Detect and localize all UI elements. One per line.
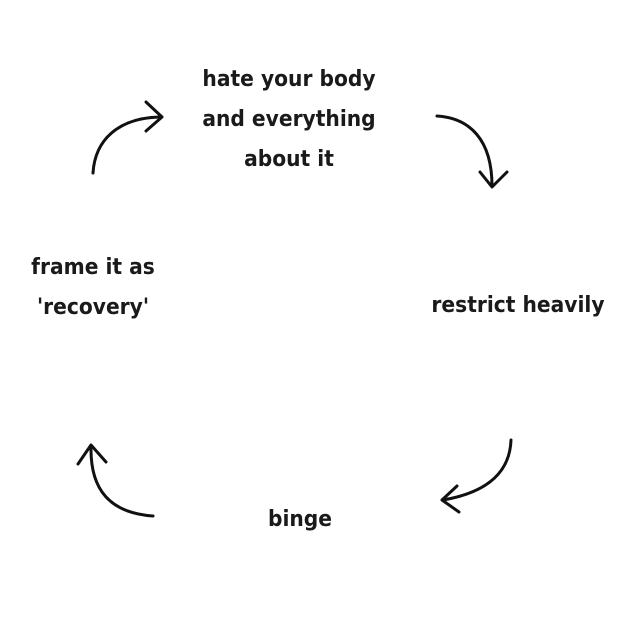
- arrow-left-to-top: [91, 100, 164, 175]
- node-hate-your-body: hate your body and everything about it: [187, 60, 391, 180]
- node-text-line: frame it as: [31, 255, 155, 280]
- node-text-line: 'recovery': [36, 295, 150, 320]
- node-text-line: binge: [267, 507, 333, 532]
- node-text-line: restrict heavily: [431, 293, 605, 318]
- node-frame-as-recovery: frame it as 'recovery': [17, 248, 170, 328]
- node-binge: binge: [245, 500, 355, 540]
- node-text-line: about it: [244, 147, 334, 172]
- node-text-line: hate your body: [202, 67, 376, 92]
- arrow-top-to-right: [435, 114, 509, 189]
- node-restrict-heavily: restrict heavily: [419, 286, 618, 326]
- node-text-line: and everything: [202, 107, 376, 132]
- arrow-right-to-bottom: [440, 438, 513, 514]
- arrow-bottom-to-left: [76, 443, 155, 518]
